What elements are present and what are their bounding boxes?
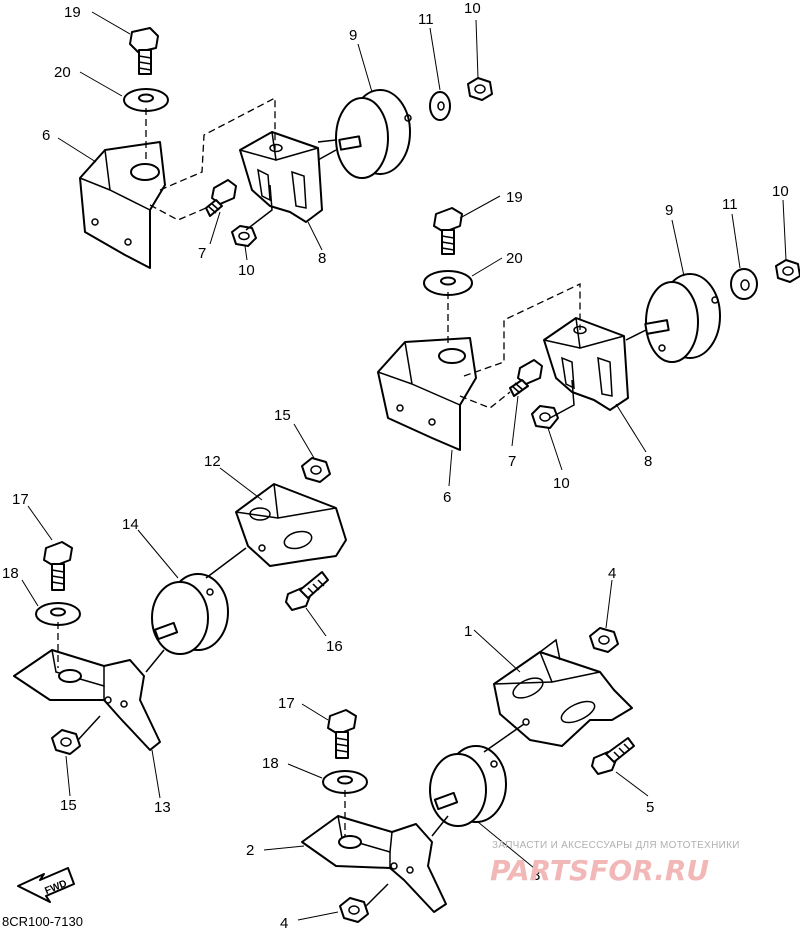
leader-lines: [21, 11, 787, 921]
callout-4-b: 4: [280, 915, 288, 930]
bolt-part-7-b: [509, 359, 543, 397]
callout-8-a: 8: [318, 250, 326, 267]
watermark-tagline: ЗАПЧАСТИ И АКСЕССУАРЫ ДЛЯ МОТОТЕХНИКИ: [492, 840, 740, 851]
callout-18-a: 18: [2, 565, 19, 582]
bolt-part-16: [285, 571, 329, 611]
bracket-part-8-b: [543, 317, 629, 411]
diagram-code: 8CR100-7130: [2, 914, 83, 929]
callout-7-a: 7: [198, 245, 206, 262]
damper-part-9-a: [317, 89, 412, 179]
callout-7-b: 7: [508, 453, 516, 470]
washer-part-11-b: [730, 268, 758, 300]
callout-11-a: 11: [418, 11, 434, 28]
watermark-brand: PARTSFOR.RU: [490, 854, 709, 887]
bolt-part-17-a: [43, 541, 73, 591]
washer-part-11-a: [429, 91, 451, 121]
callout-17-b: 17: [278, 695, 295, 712]
callout-6-b: 6: [443, 489, 451, 506]
callout-19-a: 19: [64, 4, 81, 21]
mount-assembly-bottom-right: [301, 627, 635, 923]
callout-15-b: 15: [60, 797, 77, 814]
callout-10-c: 10: [553, 475, 570, 492]
nut-part-15-b: [51, 729, 81, 755]
watermark: ЗАПЧАСТИ И АКСЕССУАРЫ ДЛЯ МОТОТЕХНИКИ PA…: [490, 840, 740, 887]
callout-14: 14: [122, 516, 139, 533]
mount-assembly-middle-left: [13, 457, 347, 755]
callout-10-b: 10: [464, 0, 481, 17]
nut-part-10-c: [531, 405, 559, 429]
washer-part-20: [123, 88, 169, 112]
callout-15-a: 15: [274, 407, 291, 424]
bolt-part-17-b: [327, 709, 357, 759]
callout-9-a: 9: [349, 27, 357, 44]
damper-part-9-b: [644, 273, 721, 363]
callout-16: 16: [326, 638, 343, 655]
bolt-part-5: [591, 737, 635, 775]
nut-part-4-a: [589, 627, 619, 653]
bracket-part-12: [235, 483, 347, 567]
callout-18-b: 18: [262, 755, 279, 772]
damper-part-14: [151, 573, 229, 655]
callout-2: 2: [246, 842, 254, 859]
nut-part-10-b: [467, 77, 493, 101]
callout-6-a: 6: [42, 127, 50, 144]
bolt-part-19-b: [433, 207, 463, 255]
nut-part-15-a: [301, 457, 331, 483]
bracket-part-1: [493, 638, 633, 747]
mount-assembly-top-right: [377, 207, 800, 451]
callout-10-a: 10: [238, 262, 255, 279]
callout-5: 5: [646, 799, 654, 816]
washer-part-20-b: [423, 270, 473, 296]
washer-part-18-a: [35, 602, 81, 626]
bracket-part-8-a: [239, 131, 323, 223]
callout-19-b: 19: [506, 189, 523, 206]
callout-17-a: 17: [12, 491, 29, 508]
callout-1: 1: [464, 623, 472, 640]
washer-part-18-b: [322, 770, 368, 794]
fwd-arrow-icon: FWD: [17, 867, 75, 903]
nut-part-10-a: [231, 225, 257, 247]
bracket-part-13: [13, 649, 161, 751]
nut-part-4-b: [339, 897, 369, 923]
mount-assembly-top-left: [79, 27, 493, 269]
bolt-part-7: [205, 179, 237, 217]
callout-8-b: 8: [644, 453, 652, 470]
callout-3: 3: [532, 867, 540, 884]
callout-12: 12: [204, 453, 221, 470]
bracket-part-6: [79, 141, 166, 269]
callout-20-b: 20: [506, 250, 523, 267]
damper-part-3: [429, 745, 507, 827]
bracket-part-6-b: [377, 337, 477, 451]
callout-10-d: 10: [772, 183, 789, 200]
callout-11-b: 11: [722, 196, 738, 213]
callout-20-a: 20: [54, 64, 71, 81]
callout-4-a: 4: [608, 565, 616, 582]
callout-13: 13: [154, 799, 171, 816]
nut-part-10-d: [775, 259, 800, 283]
bolt-part-19: [129, 27, 159, 75]
callout-9-b: 9: [665, 202, 673, 219]
bracket-part-2: [301, 815, 447, 913]
